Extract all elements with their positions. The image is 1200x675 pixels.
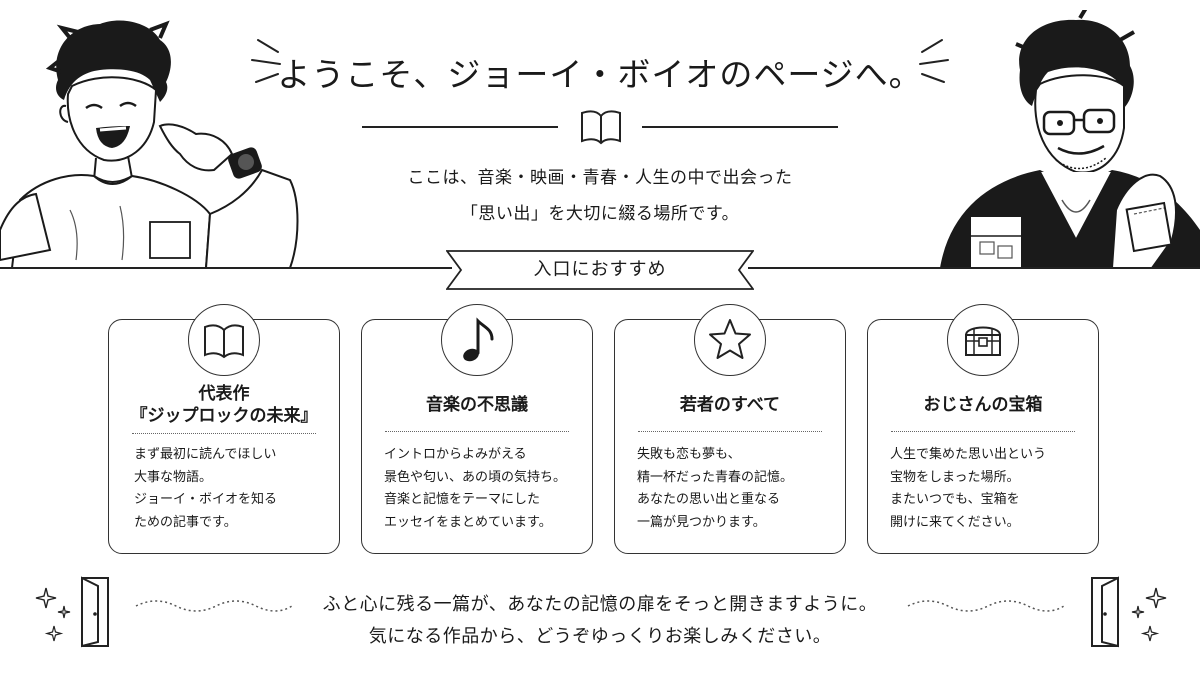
treasure-chest-icon (964, 326, 1002, 356)
title-rule-right (642, 126, 838, 128)
star-icon (709, 319, 751, 359)
card-desc-line: 一篇が見つかります。 (637, 514, 766, 530)
sparkle-icon (35, 587, 71, 642)
open-book-icon (581, 110, 621, 145)
ribbon-banner (446, 250, 754, 290)
footer-line-1: ふと心に残る一篇が、あなたの記憶の扉をそっと開きますように。 (322, 594, 878, 615)
card-desc-line: 人生で集めた思い出という (890, 447, 1047, 462)
dotted-wave-right (907, 600, 1065, 612)
card-description: 失敗も恋も夢も、 精一杯だった青春の記憶。 あなたの思い出と重なる 一篇が見つか… (637, 444, 837, 534)
divider-line-left (0, 267, 452, 269)
card-desc-line: 大事な物語。 (134, 469, 213, 485)
card-desc-line: 宝物をしまった場所。 (890, 469, 1020, 485)
card-separator (891, 431, 1075, 432)
card-title-line-2: 『ジップロックの未来』 (130, 406, 318, 426)
card-icon-circle (694, 304, 766, 376)
card-desc-line: 景色や匂い、あの頃の気持ち。 (384, 469, 567, 485)
card-separator (132, 433, 316, 434)
card-title-line-1: 代表作 (198, 384, 250, 404)
card-icon-circle (188, 304, 260, 376)
young-man-illustration (0, 20, 299, 269)
card-icon-circle (947, 304, 1019, 376)
card-desc-line: まず最初に読んでほしい (134, 447, 277, 462)
card-desc-line: イントロからよみがえる (384, 447, 527, 462)
card-desc-line: ための記事です。 (134, 514, 237, 530)
open-door-right-icon (1091, 576, 1119, 648)
sparkle-lines-left-icon (251, 39, 281, 83)
card-title: 音楽の不思議 (426, 395, 528, 415)
card-desc-line: あなたの思い出と重なる (637, 492, 781, 508)
footer-line-2: 気になる作品から、どうぞゆっくりお楽しみください。 (368, 626, 832, 647)
banner-label: 入口におすすめ (533, 259, 667, 280)
card-description: イントロからよみがえる 景色や匂い、あの頃の気持ち。 音楽と記憶をテーマにした … (384, 444, 584, 534)
page-title: ようこそ、ジョーイ・ボイオのページへ。 (277, 55, 923, 94)
card-desc-line: 音楽と記憶をテーマにした (384, 492, 541, 508)
card-desc-line: 精一杯だった青春の記憶。 (637, 469, 794, 485)
music-note-icon (463, 317, 494, 362)
card-separator (638, 431, 822, 432)
card-description: 人生で集めた思い出という 宝物をしまった場所。 またいつでも、宝箱を 開けに来て… (890, 444, 1090, 534)
card-description: まず最初に読んでほしい 大事な物語。 ジョーイ・ボイオを知る ための記事です。 (134, 444, 324, 534)
title-rule-left (362, 126, 558, 128)
dotted-wave-left (135, 600, 293, 612)
card-desc-line: ジョーイ・ボイオを知る (134, 492, 278, 508)
open-door-left-icon (81, 576, 109, 648)
card-desc-line: 開けに来てください。 (890, 514, 1020, 530)
open-book-icon (204, 324, 244, 359)
card-desc-line: 失敗も恋も夢も、 (637, 447, 741, 462)
card-title: おじさんの宝箱 (923, 395, 1043, 415)
card-desc-line: エッセイをまとめています。 (384, 514, 552, 530)
intro-line-2: 「思い出」を大切に綴る場所です。 (460, 204, 740, 224)
sparkle-icon (1131, 587, 1167, 642)
card-icon-circle (441, 304, 513, 376)
card-title: 若者のすべて (679, 395, 781, 415)
intro-line-1: ここは、音楽・映画・青春・人生の中で出会った (407, 168, 793, 188)
sparkle-lines-right-icon (919, 39, 949, 83)
card-desc-line: またいつでも、宝箱を (890, 492, 1020, 508)
divider-line-right (748, 267, 1200, 269)
card-separator (385, 431, 569, 432)
older-man-illustration (940, 10, 1200, 269)
